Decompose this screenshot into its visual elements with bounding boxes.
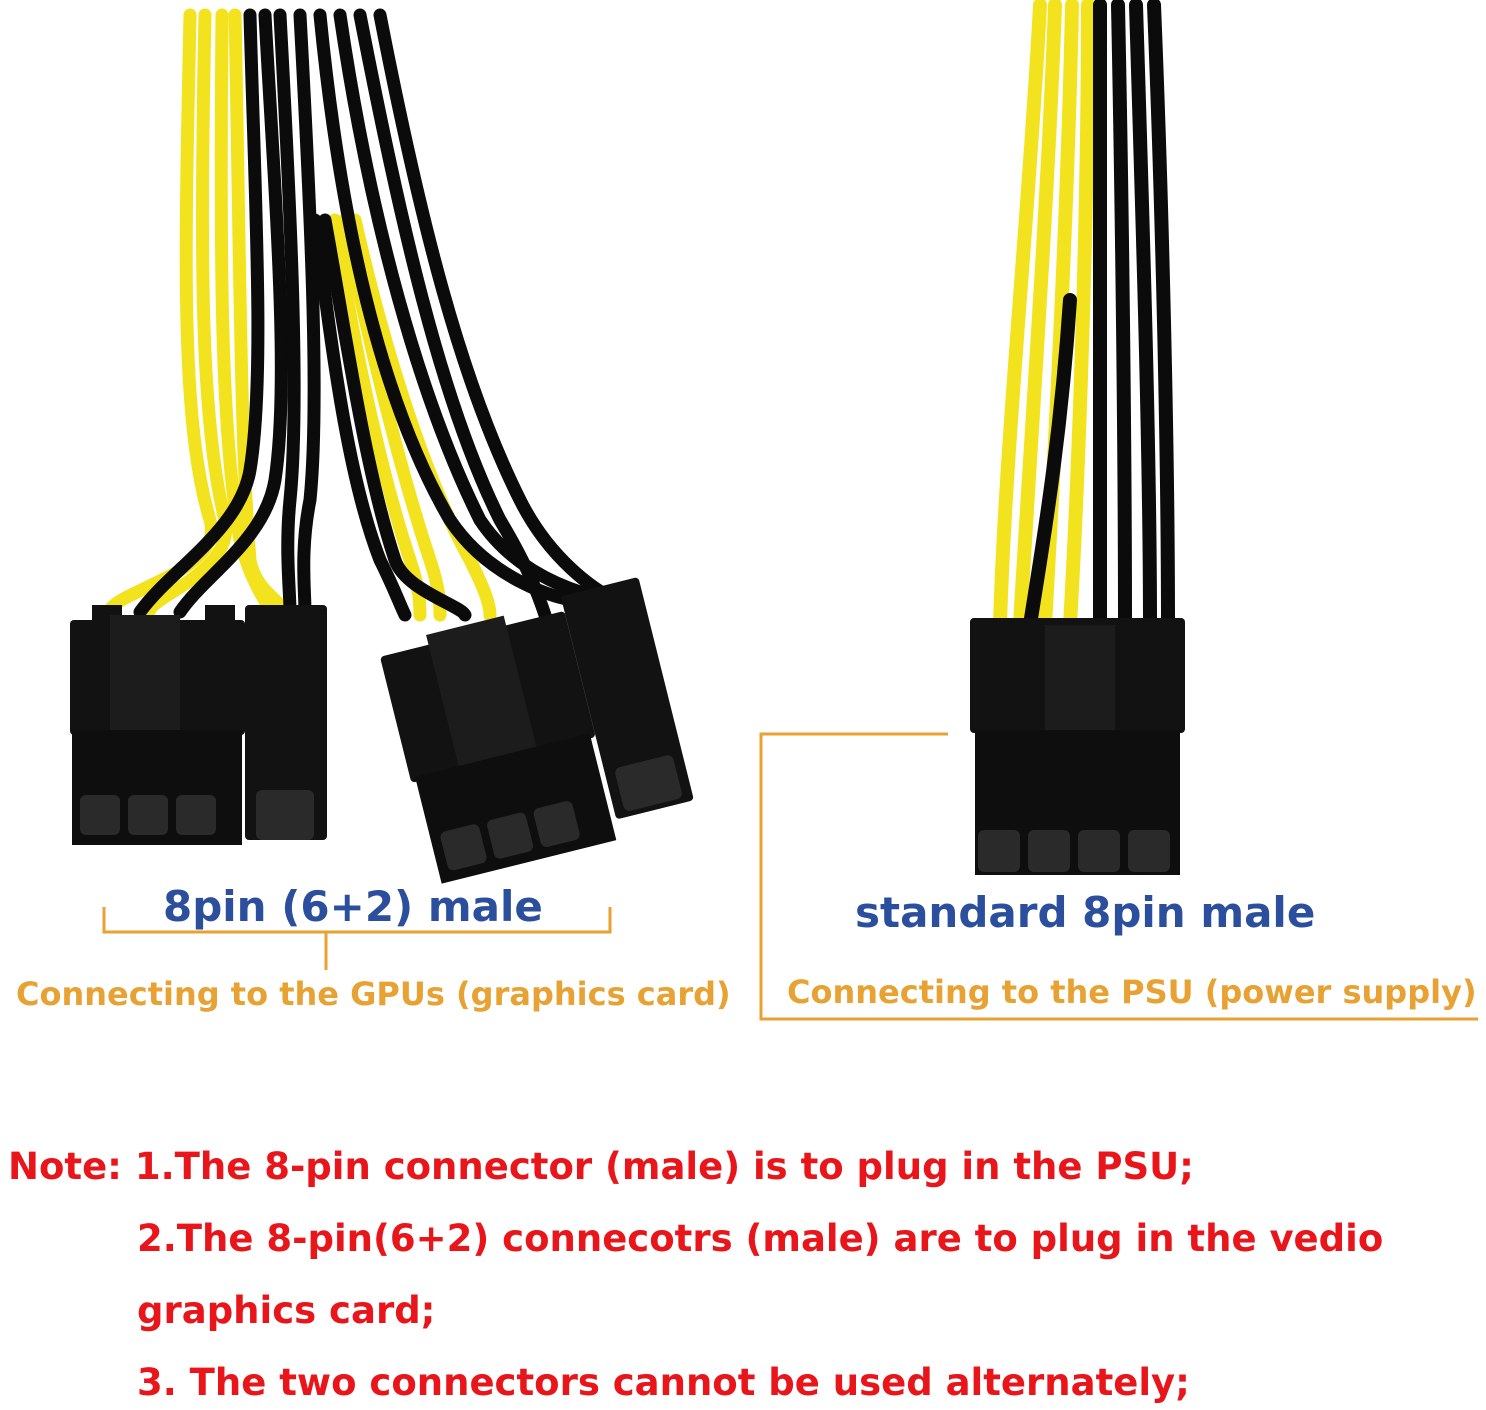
psu-connector-label: standard 8pin male (855, 888, 1316, 937)
note-line-2: 2.The 8-pin(6+2) connecotrs (male) are t… (137, 1217, 1384, 1260)
gpu-bracket (102, 907, 612, 970)
note-line-1: Note: 1.The 8-pin connector (male) is to… (8, 1145, 1194, 1188)
gpu-connector-label: 8pin (6+2) male (163, 882, 543, 931)
psu-connector-caption: Connecting to the PSU (power supply) (787, 973, 1477, 1011)
psu-cable-bundle (993, 0, 1175, 632)
gpu-cable-bundle (103, 8, 622, 622)
gpu-connector-caption: Connecting to the GPUs (graphics card) (16, 975, 731, 1013)
gpu-connector-1 (70, 605, 327, 845)
psu-bracket (759, 732, 1478, 1021)
gpu-connector-2 (380, 577, 694, 884)
note-line-4: 3. The two connectors cannot be used alt… (137, 1361, 1190, 1404)
psu-connector (970, 618, 1185, 875)
note-line-3: graphics card; (137, 1289, 436, 1332)
